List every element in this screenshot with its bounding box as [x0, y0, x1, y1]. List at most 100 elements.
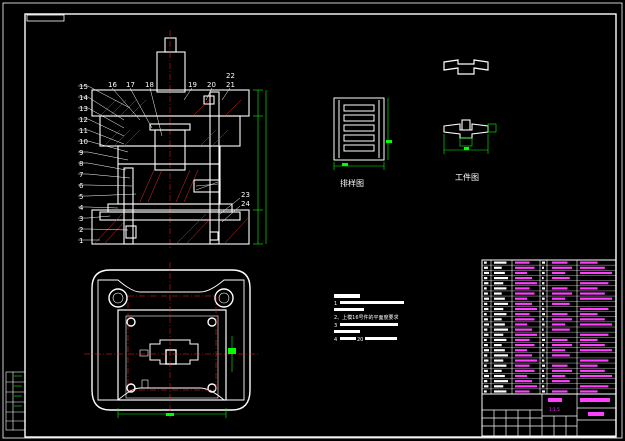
- part-number-21: 21: [226, 81, 235, 89]
- part-number-15: 15: [79, 83, 88, 91]
- bom-cell-entry: [484, 277, 488, 280]
- bom-cell-entry: [515, 354, 533, 357]
- die-plan-view: [91, 269, 251, 411]
- bom-cell-entry: [552, 318, 572, 321]
- part-number-23: 23: [241, 191, 250, 199]
- bom-cell-entry: [494, 333, 504, 336]
- bom-cell-entry: [515, 359, 537, 362]
- bom-cell-entry: [515, 364, 530, 367]
- bom-cell-entry: [580, 364, 598, 367]
- bom-cell-entry: [494, 359, 504, 362]
- bom-cell-entry: [542, 261, 545, 264]
- bom-cell-entry: [515, 323, 528, 326]
- bom-cell-entry: [484, 338, 487, 342]
- strip-layout-dimensions: [333, 98, 392, 170]
- part-number-2: 2: [79, 226, 83, 234]
- bom-cell-entry: [515, 282, 537, 285]
- part-number-22: 22: [226, 72, 235, 80]
- bom-cell-entry: [484, 297, 489, 300]
- bom-cell-entry: [494, 349, 505, 352]
- bom-cell-entry: [580, 359, 609, 362]
- bom-cell-entry: [484, 380, 488, 383]
- bom-cell-entry: [542, 344, 544, 347]
- bom-cell-entry: [494, 287, 507, 290]
- bom-cell-entry: [494, 277, 508, 280]
- part-numbers-left: 15 14 13 12 11 10 9 8 7 6 5 4 3 2 1: [79, 83, 88, 245]
- part-number-3: 3: [79, 215, 83, 223]
- bom-cell-entry: [542, 266, 544, 269]
- bom-cell-entry: [484, 266, 488, 269]
- bom-cell-entry: [484, 359, 489, 362]
- title-block: [481, 393, 617, 437]
- bom-cell-entry: [494, 338, 507, 342]
- bom-cell-entry: [542, 364, 545, 367]
- bom-cell-entry: [494, 380, 508, 383]
- bom-cell-entry: [484, 318, 488, 321]
- bom-cell-entries: [484, 261, 612, 393]
- bom-cell-entry: [580, 307, 609, 311]
- bom-cell-entry: [552, 354, 570, 357]
- bom-cell-entry: [580, 349, 612, 352]
- bom-cell-entry: [494, 354, 508, 357]
- die-assembly-section-view: [91, 30, 250, 250]
- part-number-10: 10: [79, 138, 88, 146]
- bom-cell-entry: [542, 323, 545, 326]
- note-line-1: 1: [334, 301, 337, 307]
- bom-cell-entry: [515, 344, 535, 347]
- part-number-7: 7: [79, 171, 83, 179]
- bom-cell-entry: [580, 369, 605, 372]
- bom-cell-entry: [515, 261, 530, 264]
- strip-layout-view: [333, 97, 385, 161]
- part-leaders-top: [111, 87, 231, 137]
- bom-cell-entry: [494, 390, 507, 393]
- bom-cell-entry: [484, 282, 489, 285]
- bom-cell-entry: [484, 323, 489, 326]
- bom-cell-entry: [484, 390, 487, 393]
- left-margin-table: [5, 371, 26, 431]
- bom-cell-entry: [552, 344, 572, 347]
- bom-cell-entry: [515, 374, 528, 378]
- part-number-13: 13: [79, 105, 88, 113]
- bom-cell-entry: [580, 338, 598, 342]
- bom-cell-entry: [552, 302, 570, 305]
- bom-cell-entry: [484, 302, 488, 305]
- bom-row-lines: [482, 264, 616, 390]
- bom-cell-entry: [515, 349, 528, 352]
- section-hatching: [93, 99, 249, 245]
- bom-cell-entry: [580, 344, 605, 347]
- bom-cell-entry: [484, 292, 488, 295]
- bom-cell-entry: [552, 328, 570, 331]
- bom-cell-entry: [484, 313, 487, 316]
- sheet-inner-border: [24, 13, 617, 438]
- bom-cell-entry: [580, 333, 609, 336]
- workpiece-dimensions: [443, 123, 497, 154]
- bom-cell-entry: [484, 344, 488, 347]
- bom-cell-entry: [552, 277, 570, 280]
- bom-cell-entry: [552, 261, 568, 264]
- bom-cell-entry: [580, 266, 605, 269]
- bom-cell-entry: [552, 266, 572, 269]
- workpiece-top-view: [443, 59, 489, 75]
- bom-cell-entry: [515, 338, 530, 342]
- bom-cell-entry: [494, 261, 507, 264]
- bom-cell-entry: [494, 271, 505, 275]
- bom-cell-entry: [542, 328, 544, 331]
- bom-cell-entry: [552, 349, 566, 352]
- bom-cell-entry: [494, 292, 502, 295]
- bom-cell-entry: [552, 374, 566, 378]
- bom-cell-entry: [515, 292, 535, 295]
- bom-cell-entry: [580, 292, 605, 295]
- bom-cell-entry: [484, 369, 488, 372]
- bom-cell-entry: [542, 282, 545, 285]
- bom-cell-entry: [515, 328, 533, 331]
- strip-layout-caption: 排样图: [340, 178, 364, 188]
- bom-cell-entry: [580, 323, 612, 326]
- bom-cell-entry: [515, 385, 537, 388]
- bom-cell-entry: [552, 364, 568, 367]
- bom-cell-entry: [494, 328, 508, 331]
- bom-cell-entry: [542, 333, 545, 336]
- dimension-lines-main: [253, 89, 267, 245]
- bom-cell-entry: [515, 287, 530, 290]
- bom-cell-entry: [542, 302, 544, 305]
